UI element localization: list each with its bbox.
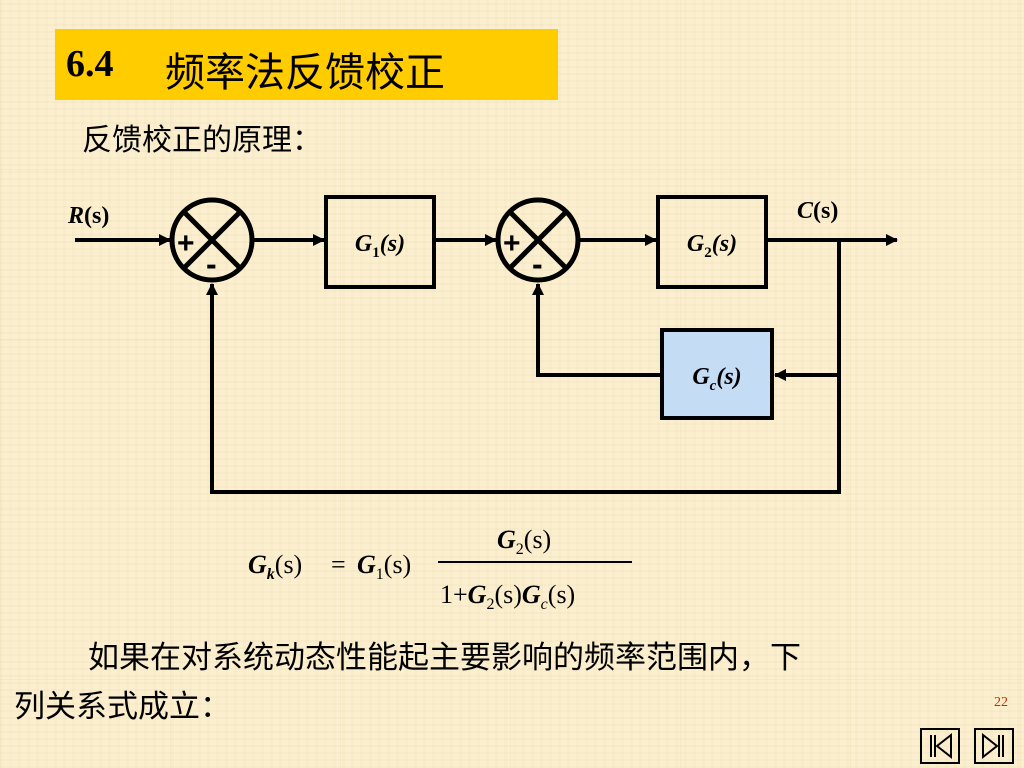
formula-g1: G1(s) <box>357 550 411 583</box>
formula-denominator: 1+G2(s)Gc(s) <box>440 580 575 613</box>
block-gc-label: Gc(s) <box>692 364 741 394</box>
page-title: 频率法反馈校正 <box>165 50 445 96</box>
inner-feedback-line <box>532 283 662 377</box>
summer2-plus-sign: + <box>503 227 521 260</box>
input-label: R(s) <box>67 203 109 229</box>
transfer-function-formula: Gk(s) = G1(s) G2(s) 1+G2(s)Gc(s) <box>248 525 632 613</box>
formula-numerator: G2(s) <box>497 525 551 558</box>
last-page-icon <box>982 732 1004 760</box>
output-label: C(s) <box>797 198 838 224</box>
page-number: 22 <box>994 695 1008 710</box>
subtitle: 反馈校正的原理： <box>82 123 322 158</box>
formula-lhs: Gk(s) <box>248 550 302 583</box>
outer-feedback-line <box>206 240 841 494</box>
paragraph-line-1: 如果在对系统动态性能起主要影响的频率范围内，下 <box>88 640 801 676</box>
summing-junction-1: + - <box>169 197 255 283</box>
summer2-minus-sign: - <box>532 246 543 282</box>
summer1-plus-sign: + <box>177 227 195 260</box>
title-banner <box>55 29 558 100</box>
formula-equals: = <box>331 550 346 579</box>
summing-junction-2: + - <box>495 197 581 283</box>
section-number: 6.4 <box>66 43 114 85</box>
last-page-button[interactable] <box>974 728 1014 764</box>
block-g1-label: G1(s) <box>355 231 405 261</box>
paragraph-line-2: 列关系式成立： <box>14 689 231 725</box>
first-page-icon <box>930 732 952 760</box>
first-page-button[interactable] <box>920 728 960 764</box>
block-g2-label: G2(s) <box>687 231 737 261</box>
block-gc <box>660 328 774 420</box>
summer1-minus-sign: - <box>206 246 217 282</box>
